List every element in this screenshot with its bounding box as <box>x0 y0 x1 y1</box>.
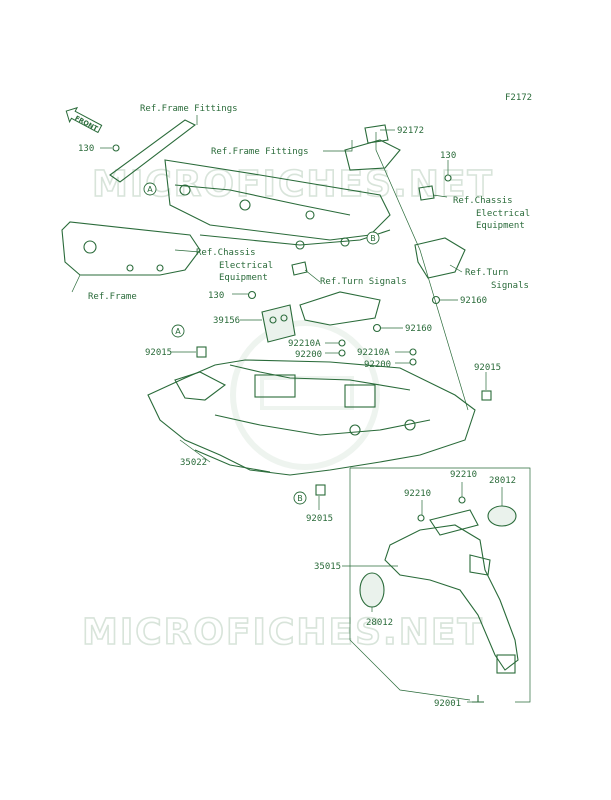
label-28012-a: 28012 <box>489 476 516 486</box>
label-92200-b: 92200 <box>364 360 391 370</box>
label-ref-turn-signals-1: Ref.Turn Signals <box>320 277 407 287</box>
label-130-b: 130 <box>440 151 456 161</box>
label-130-a: 130 <box>78 144 94 154</box>
label-ref-chassis-2-line3: Equipment <box>219 273 268 283</box>
svg-text:B: B <box>370 234 376 243</box>
label-92015-b: 92015 <box>474 363 501 373</box>
label-ref-chassis-2-line1: Ref.Chassis <box>196 248 256 258</box>
label-92001: 92001 <box>434 699 461 709</box>
svg-text:B: B <box>297 494 303 503</box>
marker-a-2: A <box>171 324 185 338</box>
part-28012-reflector-a <box>487 505 517 527</box>
label-ref-turn-signals-2-line2: Signals <box>491 281 529 291</box>
label-ref-chassis-1-line3: Equipment <box>476 221 525 231</box>
part-35022-inner-fender <box>147 359 476 476</box>
label-92160-b: 92160 <box>405 324 432 334</box>
rear-fender-group-outline <box>349 467 531 703</box>
watermark-logo <box>230 320 380 470</box>
label-ref-chassis-1-line2: Electrical <box>476 209 530 219</box>
marker-b-2: B <box>293 491 307 505</box>
label-92210A-b: 92210A <box>357 348 390 358</box>
callout-labels: Ref.Frame Fittings 130 Ref.Frame Fitting… <box>78 104 530 709</box>
label-92172: 92172 <box>397 126 424 136</box>
frame-rail-right <box>199 229 391 250</box>
label-92210-b: 92210 <box>404 489 431 499</box>
watermark-bottom: MICROFICHES.NET <box>82 612 484 653</box>
svg-text:A: A <box>147 185 153 194</box>
label-35022: 35022 <box>180 458 207 468</box>
marker-b-1: B <box>366 231 380 245</box>
part-35015-rear-fender <box>384 509 519 674</box>
label-ref-turn-signals-2-line1: Ref.Turn <box>465 268 508 278</box>
label-130-c: 130 <box>208 291 224 301</box>
label-28012-b: 28012 <box>366 618 393 628</box>
front-arrow-icon: FRONT <box>65 106 103 134</box>
frame-rail-left <box>61 119 201 276</box>
label-39156: 39156 <box>213 316 240 326</box>
label-92015-a: 92015 <box>145 348 172 358</box>
label-ref-frame-fittings-2: Ref.Frame Fittings <box>211 147 309 157</box>
part-28012-reflector-b <box>359 572 385 608</box>
label-92200-a: 92200 <box>295 350 322 360</box>
label-ref-frame-fittings-1: Ref.Frame Fittings <box>140 104 238 114</box>
leader-lines <box>71 115 503 703</box>
leader-92172-rail <box>375 132 469 411</box>
label-ref-chassis-2-line2: Electrical <box>219 261 273 271</box>
label-92210-a: 92210 <box>450 470 477 480</box>
figure-code: F2172 <box>505 93 532 103</box>
label-ref-chassis-1-line1: Ref.Chassis <box>453 196 513 206</box>
label-35015: 35015 <box>314 562 341 572</box>
label-92210A-a: 92210A <box>288 339 321 349</box>
svg-text:A: A <box>175 327 181 336</box>
marker-a-1: A <box>143 182 157 196</box>
frame-subframe <box>164 139 401 241</box>
turn-signal-bracket <box>299 237 466 326</box>
label-92015-c: 92015 <box>306 514 333 524</box>
label-92160-a: 92160 <box>460 296 487 306</box>
part-39156 <box>261 304 296 343</box>
label-ref-frame: Ref.Frame <box>88 292 137 302</box>
